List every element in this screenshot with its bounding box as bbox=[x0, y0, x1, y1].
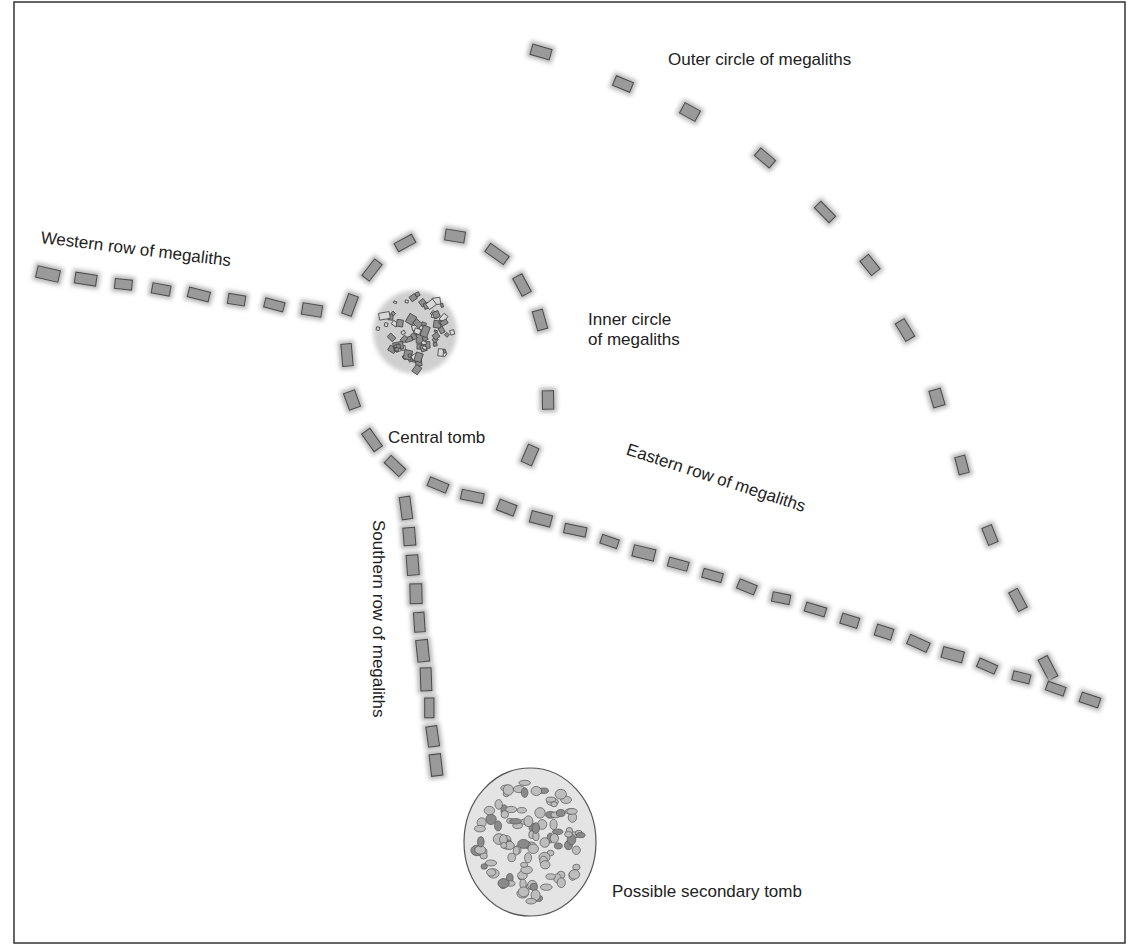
southern-stone bbox=[403, 552, 423, 579]
outer-stone bbox=[891, 314, 919, 345]
southern-stone bbox=[412, 636, 433, 665]
western-stone bbox=[224, 290, 249, 309]
eastern-row-label: Eastern row of megaliths bbox=[624, 440, 808, 517]
southern-row-label: Southern row of megaliths bbox=[368, 520, 388, 718]
eastern-stone bbox=[800, 598, 830, 620]
inner-stone bbox=[481, 239, 514, 269]
outer-stone bbox=[925, 384, 949, 411]
outer-stone bbox=[951, 451, 973, 478]
inner-stone bbox=[509, 270, 536, 301]
eastern-stone bbox=[698, 565, 727, 587]
southern-stone bbox=[396, 493, 416, 523]
secondary-tomb-figure bbox=[464, 768, 596, 916]
eastern-stone bbox=[526, 507, 557, 531]
western-stone bbox=[32, 262, 64, 286]
inner-stone bbox=[390, 230, 420, 256]
inner-stone bbox=[539, 388, 557, 413]
eastern-stone bbox=[972, 654, 1001, 678]
southern-stone bbox=[417, 665, 435, 695]
central-tomb-figure bbox=[373, 290, 457, 375]
outer-stone bbox=[675, 99, 704, 126]
eastern-stone bbox=[733, 575, 762, 599]
central-tomb-label: Central tomb bbox=[388, 428, 485, 448]
inner-stone bbox=[338, 290, 362, 321]
outer-stone bbox=[1005, 584, 1032, 615]
eastern-stone bbox=[423, 473, 453, 497]
southern-stone bbox=[422, 722, 443, 750]
eastern-stone bbox=[903, 630, 935, 656]
eastern-stone bbox=[628, 541, 659, 564]
eastern-stone bbox=[1041, 677, 1069, 700]
secondary-tomb-label: Possible secondary tomb bbox=[612, 882, 802, 902]
western-stone bbox=[260, 294, 289, 315]
inner-stone bbox=[441, 226, 469, 247]
inner-stone bbox=[338, 340, 357, 370]
eastern-stone bbox=[937, 643, 968, 666]
outer-stone bbox=[526, 40, 556, 63]
southern-stone bbox=[426, 750, 446, 779]
eastern-stone bbox=[871, 620, 898, 643]
southern-stone bbox=[407, 581, 425, 607]
western-row-label: Western row of megaliths bbox=[40, 228, 233, 272]
southern-stone bbox=[422, 695, 437, 721]
eastern-stone bbox=[1075, 688, 1104, 712]
inner-stone bbox=[357, 424, 386, 456]
outer-stone bbox=[609, 72, 638, 96]
inner-stone bbox=[529, 305, 552, 334]
eastern-stone bbox=[492, 495, 520, 520]
western-stone bbox=[111, 275, 136, 293]
eastern-stone bbox=[560, 520, 591, 541]
western-stone bbox=[71, 269, 101, 290]
outer-stone bbox=[978, 521, 1002, 549]
eastern-stone bbox=[768, 588, 794, 608]
megaliths bbox=[32, 40, 1105, 779]
outer-circle-label: Outer circle of megaliths bbox=[668, 50, 851, 70]
inner-stone bbox=[340, 386, 365, 414]
inner-stone bbox=[380, 451, 410, 481]
outer-stone bbox=[810, 197, 840, 227]
western-stone bbox=[184, 284, 214, 306]
eastern-stone bbox=[596, 531, 623, 553]
outer-stone bbox=[856, 250, 885, 280]
western-stone bbox=[298, 299, 326, 320]
eastern-stone bbox=[664, 554, 693, 575]
inner-circle-label: Inner circle of megaliths bbox=[588, 310, 688, 351]
eastern-stone bbox=[1008, 667, 1034, 687]
frame bbox=[14, 2, 1125, 943]
outer-stone bbox=[750, 144, 780, 173]
eastern-stone bbox=[457, 486, 488, 507]
southern-stone bbox=[400, 524, 419, 549]
southern-stone bbox=[410, 609, 428, 636]
inner-stone bbox=[517, 440, 543, 469]
inner-stone bbox=[358, 255, 387, 286]
western-stone bbox=[148, 279, 175, 299]
eastern-stone bbox=[836, 609, 863, 632]
